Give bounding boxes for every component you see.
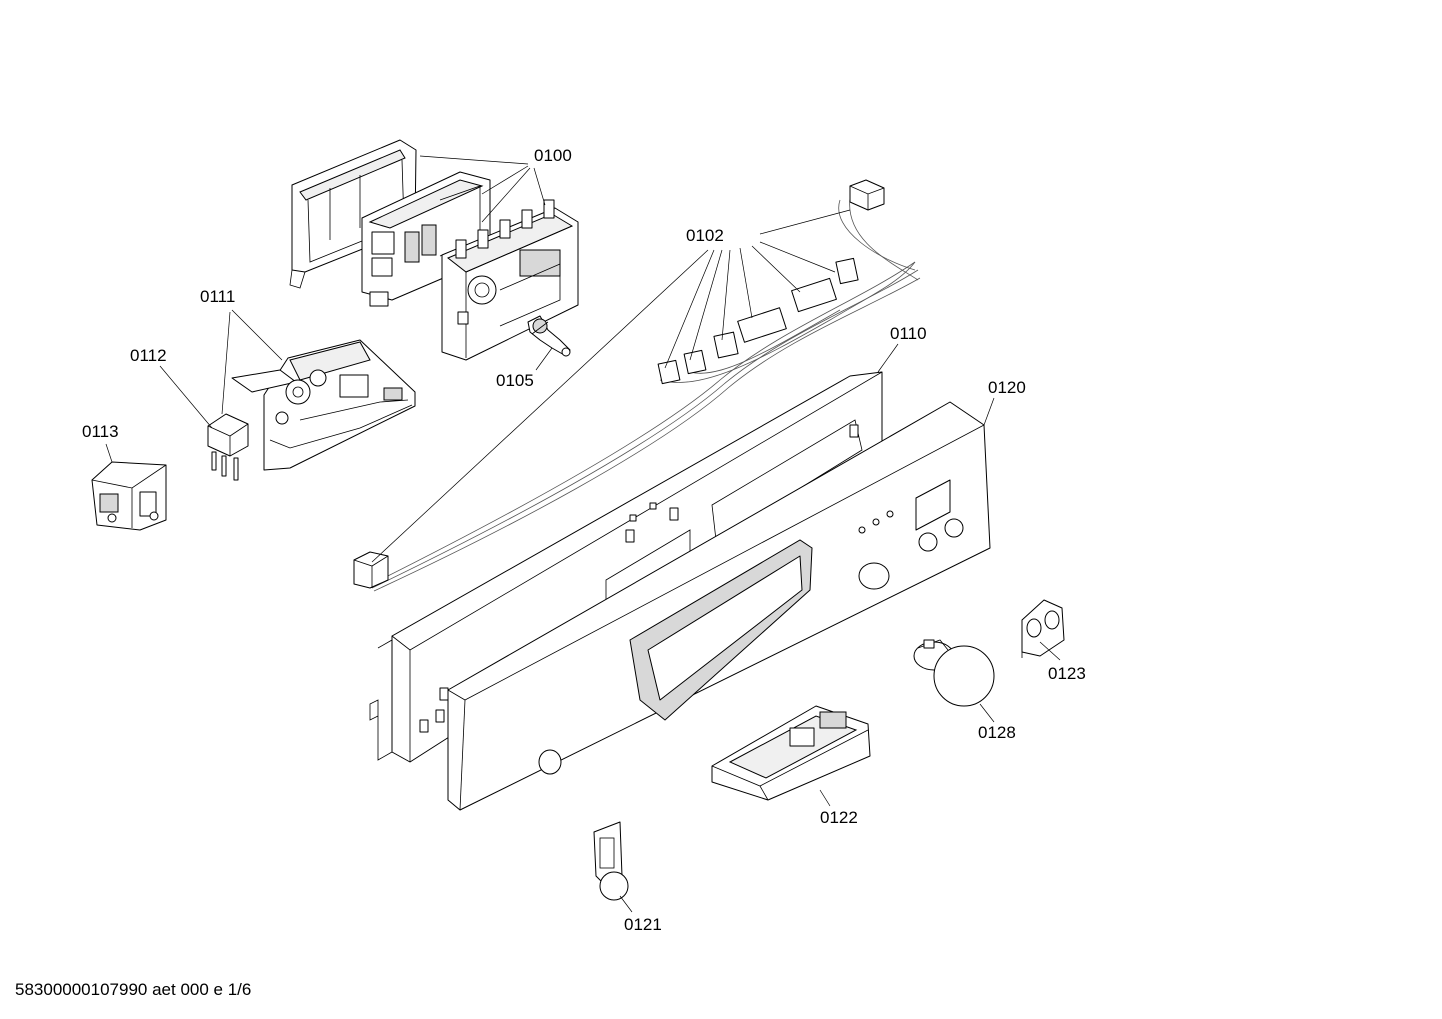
part-0121-lever — [593, 821, 629, 901]
label-0100: 0100 — [534, 146, 572, 165]
label-0122: 0122 — [820, 808, 858, 827]
part-0102-wiring-harness — [353, 179, 921, 592]
label-0121: 0121 — [624, 915, 662, 934]
label-0110: 0110 — [890, 324, 927, 343]
label-0105: 0105 — [496, 371, 534, 390]
part-0128-knob — [913, 639, 995, 707]
part-0112-module — [207, 413, 249, 481]
part-0122-dispenser — [711, 705, 871, 801]
part-0105-sensor — [527, 315, 571, 357]
part-0123-switch-unit — [1021, 599, 1065, 658]
part-0100-control-module — [289, 139, 579, 361]
label-0111: 0111 — [200, 287, 235, 306]
label-0102: 0102 — [686, 226, 724, 245]
part-0120-front-panel — [447, 401, 991, 811]
label-0112: 0112 — [130, 346, 167, 365]
label-0123: 0123 — [1048, 664, 1086, 683]
part-labels: 0100 0102 0105 0110 0111 0112 0113 0120 … — [82, 146, 1086, 934]
label-0120: 0120 — [988, 378, 1026, 397]
leader-lines — [105, 155, 1061, 913]
label-0113: 0113 — [82, 422, 119, 441]
part-0113-bracket — [91, 461, 167, 531]
document-footer-code: 58300000107990 aet 000 e 1/6 — [15, 980, 252, 999]
part-0111-switch-assembly — [231, 339, 416, 471]
label-0128: 0128 — [978, 723, 1016, 742]
